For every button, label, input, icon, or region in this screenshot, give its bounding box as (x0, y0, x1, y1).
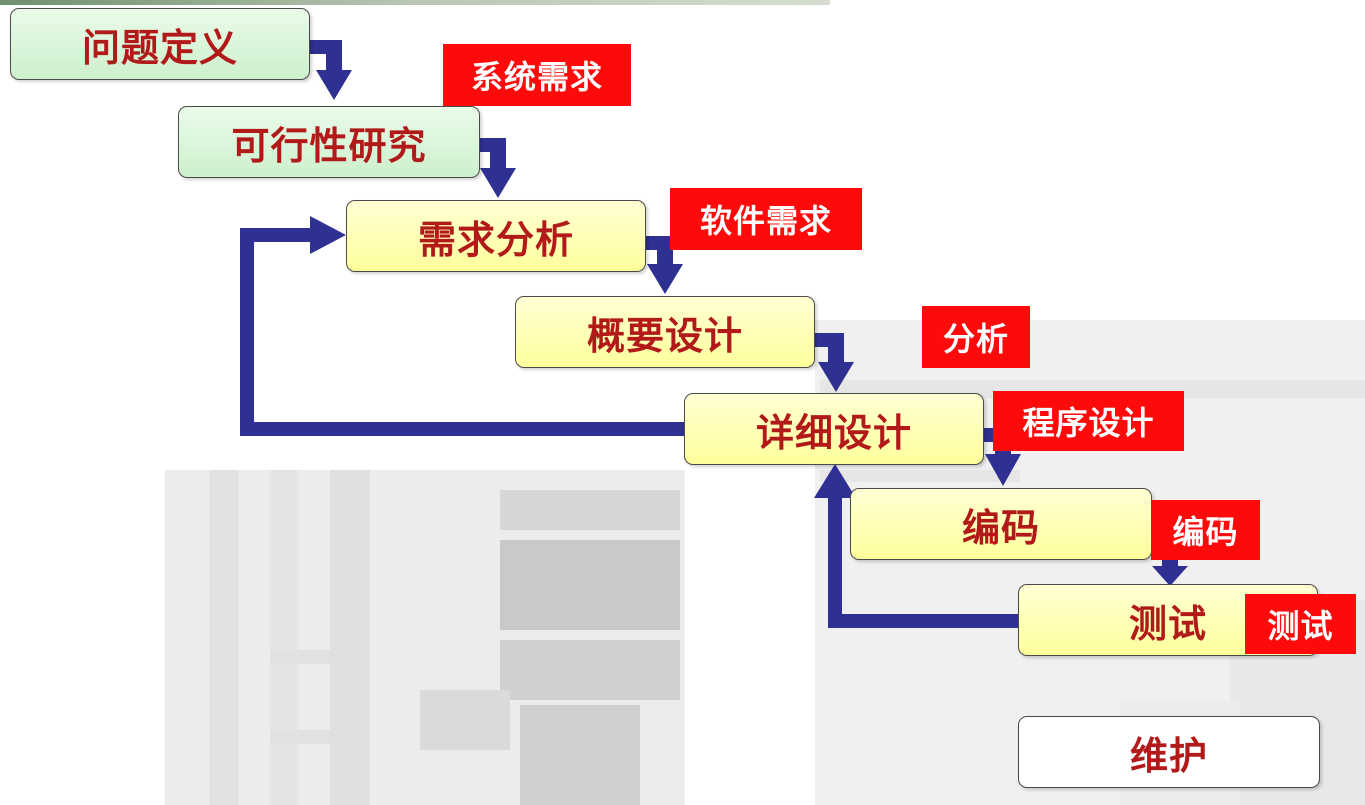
arrow-problem-to-feasibility (310, 40, 352, 100)
tag-system-requirements: 系统需求 (443, 44, 631, 106)
stage-label: 测试 (1128, 601, 1207, 646)
tag-label: 软件需求 (699, 202, 832, 240)
stage-label: 问题定义 (81, 25, 238, 70)
tag-label: 程序设计 (1022, 404, 1155, 442)
tag-label: 编码 (1172, 513, 1239, 551)
feedback-arrow-detailed-to-requirements (240, 216, 686, 436)
top-decor-strip (0, 0, 830, 5)
stage-label: 维护 (1129, 733, 1208, 778)
stage-problem-definition: 问题定义 (10, 8, 310, 80)
stage-coding: 编码 (850, 488, 1152, 560)
stage-detailed-design: 详细设计 (684, 393, 984, 465)
tag-label: 系统需求 (470, 58, 603, 96)
tag-testing: 测试 (1245, 594, 1356, 654)
tag-coding: 编码 (1151, 500, 1260, 560)
tag-program-design: 程序设计 (993, 391, 1184, 451)
arrow-requirements-to-preliminary (645, 236, 683, 294)
stage-feasibility-study: 可行性研究 (178, 106, 480, 178)
arrow-feasibility-to-requirements (478, 138, 516, 198)
stage-label: 概要设计 (586, 313, 743, 358)
tag-label: 分析 (942, 320, 1009, 358)
stage-label: 编码 (961, 505, 1040, 550)
tag-analysis: 分析 (922, 306, 1030, 368)
stage-maintenance: 维护 (1018, 716, 1320, 788)
stage-label: 需求分析 (417, 217, 574, 262)
stage-label: 详细设计 (755, 410, 912, 455)
tag-label: 测试 (1267, 607, 1334, 645)
feedback-arrow-testing-to-detailed (814, 464, 1022, 628)
stage-preliminary-design: 概要设计 (515, 296, 815, 368)
arrow-preliminary-to-detailed (814, 333, 854, 392)
arrow-coding-to-testing (1152, 556, 1188, 586)
stage-label: 可行性研究 (231, 123, 427, 168)
stage-requirements-analysis: 需求分析 (346, 200, 646, 272)
tag-software-requirements: 软件需求 (670, 188, 862, 250)
